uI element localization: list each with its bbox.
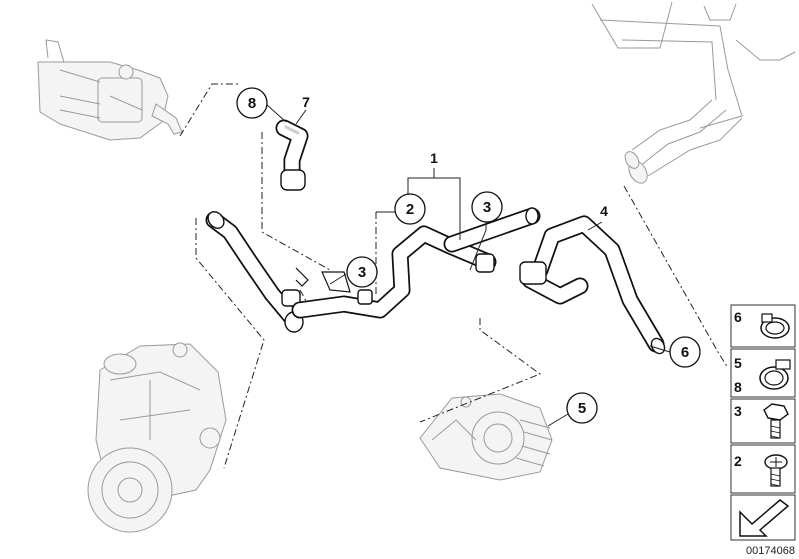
hose-clamp-icon [760, 313, 790, 339]
label-7: 7 [302, 94, 310, 110]
worm-clamp-icon [759, 359, 791, 390]
thermostat-housing-illustration [37, 39, 183, 141]
svg-text:6: 6 [681, 344, 689, 361]
svg-text:3: 3 [358, 264, 366, 281]
label-1: 1 [430, 150, 438, 166]
hex-bolt-icon [763, 403, 789, 439]
callout-5: 5 [566, 392, 598, 424]
filter-housing-illustration [419, 393, 553, 481]
label-4: 4 [600, 203, 608, 219]
bracket-left [295, 267, 309, 287]
water-pump-illustration [87, 342, 227, 533]
alignment-lines [179, 83, 729, 469]
svg-text:3: 3 [483, 199, 491, 216]
screw-icon [764, 454, 788, 487]
small-parts-legend: 6 5 8 3 2 [730, 304, 796, 541]
direction-arrow-icon [739, 499, 790, 537]
legend-number-8: 8 [734, 379, 742, 395]
legend-number-3: 3 [734, 403, 742, 419]
hose-7 [275, 119, 309, 191]
callout-3-right: 3 [471, 191, 503, 223]
diagram-reference-number: 00174068 [746, 545, 795, 557]
callout-8: 8 [236, 87, 268, 119]
hose-left-upper [205, 211, 304, 333]
legend-number-2: 2 [734, 453, 742, 469]
svg-text:2: 2 [406, 201, 414, 218]
callout-3-left: 3 [346, 256, 378, 288]
radiator-pipes-illustration [591, 1, 796, 184]
hose-1 [291, 207, 541, 319]
bracket-mid [321, 271, 351, 293]
hose-4 [519, 215, 666, 355]
callout-6: 6 [669, 336, 701, 368]
callout-2: 2 [394, 193, 426, 225]
svg-text:5: 5 [578, 400, 586, 417]
legend-number-5: 5 [734, 355, 742, 371]
legend-number-6: 6 [734, 309, 742, 325]
svg-text:8: 8 [248, 95, 256, 112]
